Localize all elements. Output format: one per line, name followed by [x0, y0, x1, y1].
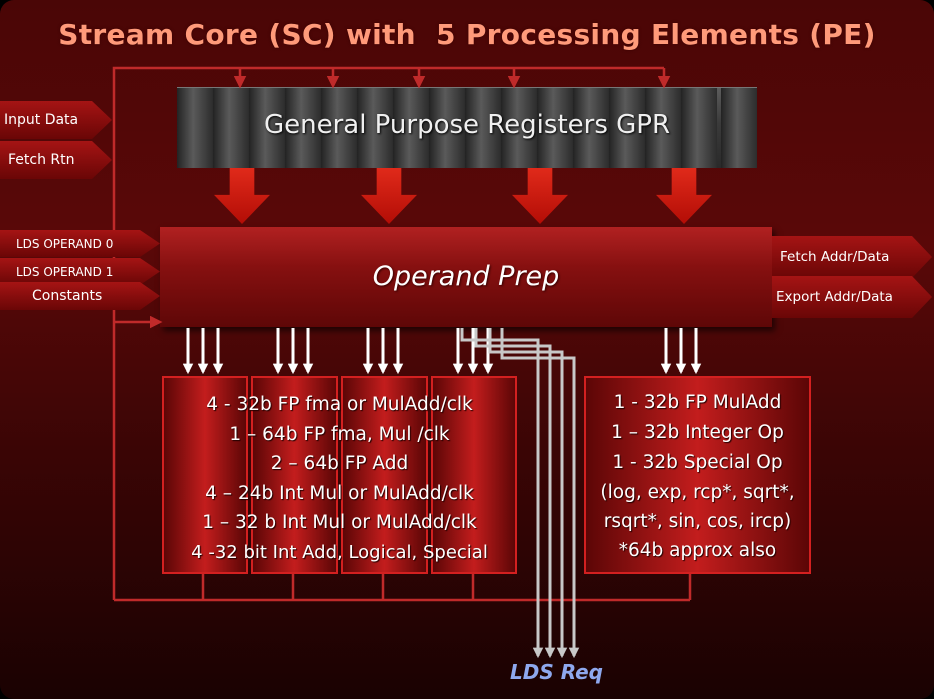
fetch-rtn-label: Fetch Rtn — [8, 152, 75, 168]
operand-prep-block: Operand Prep — [160, 227, 772, 327]
input-data-label: Input Data — [4, 112, 79, 128]
diagram-title: Stream Core (SC) with 5 Processing Eleme… — [58, 18, 876, 51]
gpr-register-cell — [177, 88, 213, 168]
gpr-register-cell — [213, 88, 249, 168]
gpr-register-cell — [501, 88, 537, 168]
pe-t-spec-line: *64b approx also — [618, 540, 777, 561]
gpr-register-cell — [429, 88, 465, 168]
gpr-register-cell — [321, 88, 357, 168]
input-data-arrow: Input Data — [0, 101, 112, 139]
pe-xyzw-spec-line: 1 – 32 b Int Mul or MulAdd/clk — [202, 512, 477, 533]
export-addr-label: Export Addr/Data — [776, 289, 893, 305]
lds-req-label: LDS Req — [510, 660, 603, 684]
pe-x-box — [162, 376, 248, 574]
gpr-register-cell — [465, 88, 501, 168]
gpr-register-cell — [537, 88, 573, 168]
constants-arrow: Constants — [0, 282, 160, 310]
pe-xyzw-spec-line: 4 -32 bit Int Add, Logical, Special — [191, 542, 488, 563]
gpr-register-cell — [249, 88, 285, 168]
pe-z-box — [341, 376, 428, 574]
fetch-addr-arrow: Fetch Addr/Data — [772, 236, 932, 278]
pe-t-spec-line: rsqrt*, sin, cos, ircp) — [603, 511, 792, 532]
lds-operand-1-arrow: LDS OPERAND 1 — [0, 258, 160, 285]
fetch-addr-label: Fetch Addr/Data — [780, 249, 890, 265]
export-addr-arrow: Export Addr/Data — [772, 276, 932, 318]
pe-t-spec-line: 1 - 32b Special Op — [612, 452, 783, 473]
constants-label: Constants — [32, 288, 103, 304]
lds-operand-0-label: LDS OPERAND 0 — [16, 236, 114, 251]
pe-t-spec-line: (log, exp, rcp*, sqrt*, — [600, 482, 795, 503]
gpr-register-cell — [573, 88, 609, 168]
pe-w-box — [431, 376, 517, 574]
gpr-register-cell — [721, 88, 757, 168]
gpr-block: General Purpose Registers GPR — [177, 87, 757, 168]
gpr-register-cell — [357, 88, 393, 168]
gpr-register-cell — [645, 88, 681, 168]
pe-xyzw-spec-line: 1 – 64b FP fma, Mul /clk — [229, 424, 450, 445]
gpr-register-cell — [285, 88, 321, 168]
pe-xyzw-spec-line: 2 – 64b FP Add — [270, 453, 409, 474]
fetch-rtn-arrow: Fetch Rtn — [0, 141, 112, 179]
lds-operand-0-arrow: LDS OPERAND 0 — [0, 230, 160, 257]
pe-t-spec-line: 1 – 32b Integer Op — [611, 422, 784, 443]
operand-prep-label: Operand Prep — [372, 261, 560, 292]
lds-operand-1-label: LDS OPERAND 1 — [16, 264, 114, 279]
pe-xyzw-spec-line: 4 - 32b FP fma or MulAdd/clk — [206, 394, 473, 415]
pe-t-box — [584, 376, 811, 574]
pe-xyzw-spec-line: 4 – 24b Int Mul or MulAdd/clk — [205, 483, 474, 504]
pe-y-box — [251, 376, 338, 574]
gpr-register-cell — [609, 88, 645, 168]
gpr-register-cell — [681, 88, 717, 168]
gpr-register-cell — [393, 88, 429, 168]
pe-t-spec-line: 1 - 32b FP MulAdd — [613, 392, 782, 413]
gpr-label: General Purpose Registers GPR — [263, 110, 671, 140]
